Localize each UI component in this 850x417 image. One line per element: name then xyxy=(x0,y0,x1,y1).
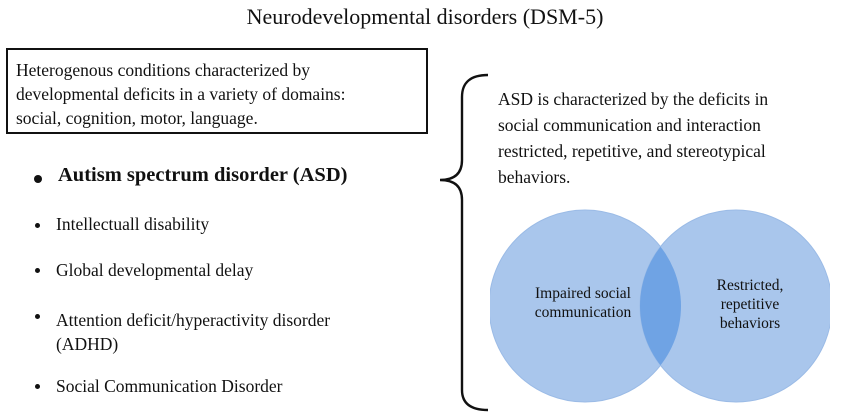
venn-label-left: Impaired social communication xyxy=(508,284,658,322)
disorder-item-asd: Autism spectrum disorder (ASD) xyxy=(58,164,348,186)
disorder-item-global-delay: Global developmental delay xyxy=(56,260,254,280)
venn-label-line: behaviors xyxy=(719,315,781,332)
list-bullet xyxy=(35,268,40,273)
asd-description-line: social communication and interaction xyxy=(498,115,761,135)
venn-circles xyxy=(488,209,833,403)
venn-label-right: Restricted, repetitive behaviors xyxy=(690,276,810,333)
venn-label-line: Impaired social xyxy=(535,285,631,302)
venn-label-line: repetitive xyxy=(720,296,780,313)
list-bullet xyxy=(35,314,40,319)
definition-box: Heterogenous conditions characterized by… xyxy=(6,48,428,134)
list-bullet xyxy=(35,384,40,389)
list-bullet xyxy=(35,223,40,228)
definition-line: social, cognition, motor, language. xyxy=(16,108,258,128)
asd-description-line: restricted, repetitive, and stereotypica… xyxy=(498,141,766,161)
curly-brace xyxy=(439,73,489,412)
definition-line: developmental deficits in a variety of d… xyxy=(16,84,346,104)
asd-description-line: ASD is characterized by the deficits in xyxy=(498,89,769,109)
asd-description-line: behaviors. xyxy=(498,167,571,187)
diagram-title: Neurodevelopmental disorders (DSM-5) xyxy=(246,4,604,29)
disorder-item-intellectual-disability: Intellectuall disability xyxy=(56,214,210,234)
list-bullet xyxy=(34,175,42,183)
disorder-item-social-communication: Social Communication Disorder xyxy=(56,376,283,396)
disorder-item-adhd-abbrev: (ADHD) xyxy=(56,334,119,354)
venn-diagram: Impaired social communication Restricted… xyxy=(488,200,833,417)
definition-line: Heterogenous conditions characterized by xyxy=(16,60,310,80)
disorder-item-adhd: Attention deficit/hyperactivity disorder xyxy=(56,310,331,330)
venn-label-line: Restricted, xyxy=(716,277,784,294)
asd-description: ASD is characterized by the deficits in … xyxy=(498,86,838,190)
venn-label-line: communication xyxy=(534,304,632,321)
